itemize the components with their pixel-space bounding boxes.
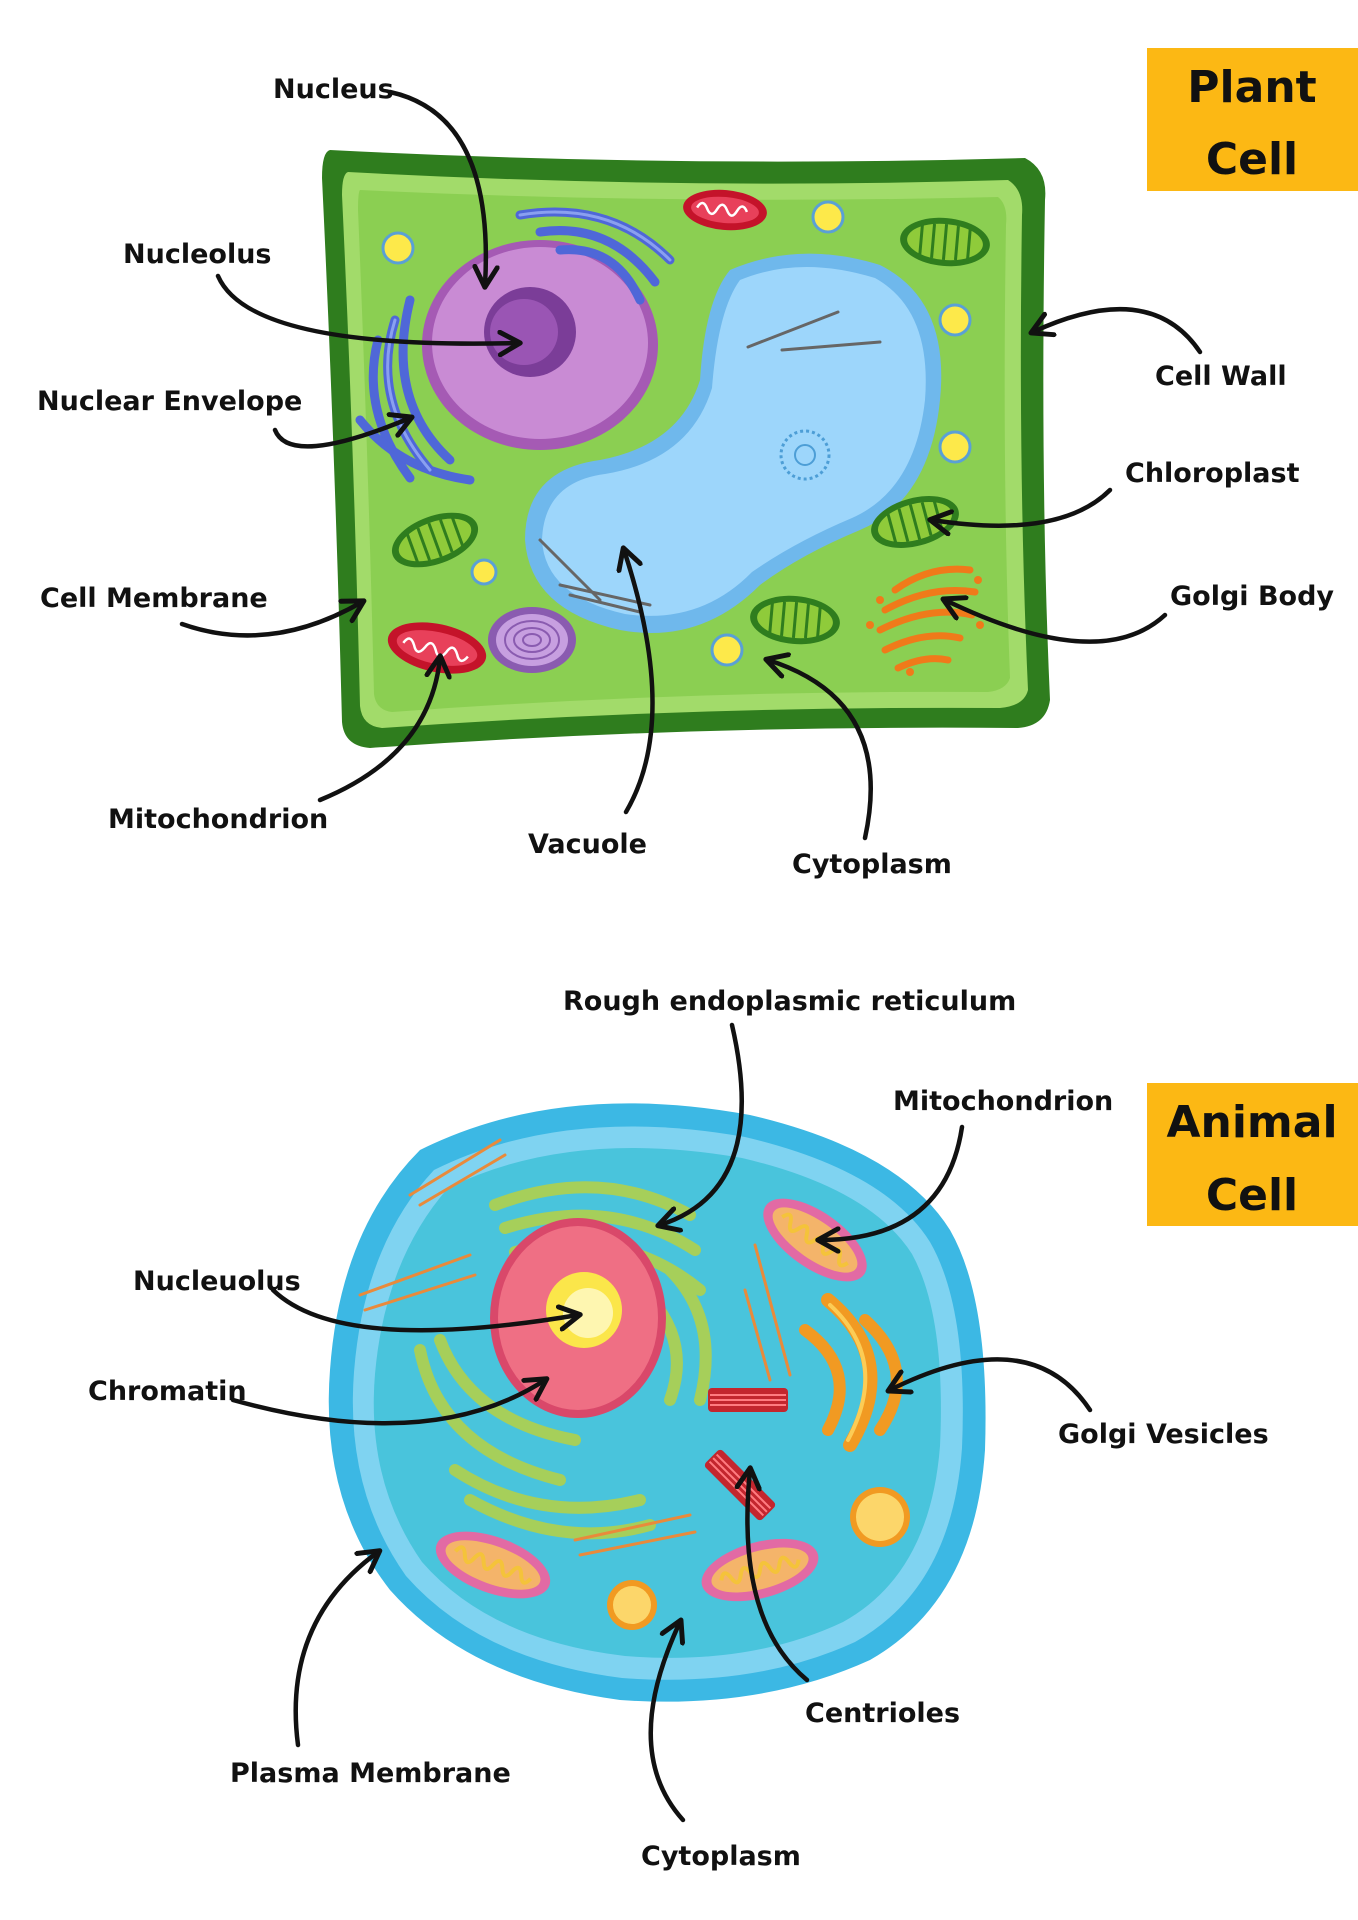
plant-vesicle-purple	[488, 607, 576, 673]
animal-arrow-nucleolus	[270, 1287, 578, 1333]
plant-label-mitochondrion: Mitochondrion	[108, 804, 328, 835]
animal-golgi-vesicles	[799, 1293, 903, 1452]
plant-label-cell-membrane: Cell Membrane	[40, 583, 268, 614]
animal-label-rough-er: Rough endoplasmic reticulum	[563, 986, 1016, 1017]
plant-small-vesicles	[381, 200, 972, 667]
plant-label-cell-wall: Cell Wall	[1155, 361, 1287, 392]
animal-label-mitochondrion: Mitochondrion	[893, 1086, 1113, 1117]
animal-label-chromatin: Chromatin	[88, 1376, 247, 1407]
animal-title-line1: Animal	[1166, 1097, 1337, 1148]
animal-arrow-rough-er	[660, 1022, 744, 1225]
plant-label-chloroplast: Chloroplast	[1125, 458, 1300, 489]
plant-mitochondria	[387, 189, 767, 674]
plant-arrow-nucleus	[387, 89, 486, 285]
plant-label-golgi-body: Golgi Body	[1170, 581, 1334, 612]
plant-cell: Plant Cell Nucleus Nucleolus Nuclear Env…	[37, 48, 1358, 880]
plant-arrow-mitochondrion	[317, 658, 440, 803]
animal-title-badge	[1147, 1083, 1358, 1226]
plant-label-cytoplasm: Cytoplasm	[792, 849, 952, 880]
animal-label-plasma-membrane: Plasma Membrane	[230, 1758, 511, 1789]
plant-arrow-cell-membrane	[179, 602, 362, 638]
plant-arrow-golgi-body	[945, 600, 1168, 644]
animal-arrow-golgi-vesicles	[890, 1357, 1093, 1413]
animal-microfilaments	[358, 1138, 792, 1557]
plant-label-nucleus: Nucleus	[273, 74, 394, 105]
plant-label-nucleolus: Nucleolus	[123, 239, 272, 270]
plant-label-nuclear-envelope: Nuclear Envelope	[37, 386, 302, 417]
animal-arrow-chromatin	[230, 1380, 545, 1426]
plant-arrow-nucleolus	[215, 273, 518, 344]
plant-label-vacuole: Vacuole	[528, 829, 647, 860]
animal-arrow-centrioles	[747, 1470, 810, 1683]
plant-arrow-cytoplasm	[768, 660, 873, 841]
plant-title-line1: Plant	[1187, 62, 1316, 113]
animal-arrow-mitochondrion	[820, 1124, 965, 1240]
animal-nucleus	[490, 1218, 666, 1418]
animal-label-centrioles: Centrioles	[805, 1698, 960, 1729]
plant-arrow-nuclear-envelope	[272, 418, 410, 449]
plant-arrow-chloroplast	[932, 487, 1113, 526]
animal-cell: Animal Cell Rough endoplasmic reticulum …	[88, 986, 1358, 1872]
animal-arrow-cytoplasm	[648, 1622, 686, 1823]
plant-arrow-vacuole	[624, 550, 655, 815]
animal-arrow-plasma-membrane	[293, 1552, 378, 1748]
animal-mitochondria	[435, 1198, 867, 1602]
animal-vesicles	[607, 1487, 910, 1630]
plant-arrow-cell-wall	[1033, 307, 1203, 355]
animal-label-golgi-vesicles: Golgi Vesicles	[1058, 1419, 1269, 1450]
plant-golgi-body	[876, 565, 979, 672]
plant-title-line2: Cell	[1206, 134, 1298, 185]
animal-label-cytoplasm: Cytoplasm	[641, 1841, 801, 1872]
animal-title-line2: Cell	[1206, 1170, 1298, 1221]
plant-title-badge	[1147, 48, 1358, 191]
